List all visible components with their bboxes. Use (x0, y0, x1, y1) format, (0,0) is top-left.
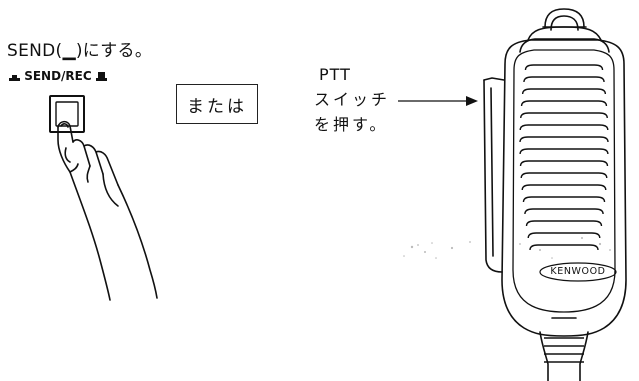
grille-slot (523, 76, 605, 83)
cable-strain-relief-ribs (544, 337, 584, 363)
brand-plate (539, 262, 617, 282)
send-rec-label-text: SEND/REC (24, 69, 92, 83)
or-label: または (187, 96, 247, 117)
send-rec-switch (49, 95, 85, 133)
grille-slot (519, 148, 609, 155)
grille-slot (521, 88, 607, 95)
grille-slot (524, 64, 604, 71)
grille-slot (527, 232, 601, 239)
ptt-desc-line1: スイッチ (314, 90, 391, 109)
send-position-icon (9, 75, 20, 81)
print-speckles (403, 237, 611, 259)
grille-slot (519, 136, 609, 143)
speaker-grille (519, 64, 609, 251)
grille-slot (524, 208, 604, 215)
grille-slot (525, 220, 603, 227)
brand-logo-text: KENWOOD (550, 266, 606, 277)
grille-slot (520, 100, 608, 107)
pressing-hand (57, 120, 158, 301)
ptt-label: PTT (319, 65, 351, 84)
grille-slot (520, 172, 608, 179)
rec-position-icon (95, 72, 107, 81)
ptt-desc-line2: を押す。 (314, 115, 389, 134)
ptt-pointer-arrow (398, 96, 478, 106)
send-instruction-text: SEND(▁)にする。 (7, 41, 153, 61)
grille-slot (519, 124, 609, 131)
or-label-box: または (176, 84, 258, 124)
grille-slot (520, 112, 608, 119)
send-rec-label: SEND/REC (9, 70, 107, 82)
grille-slot (529, 244, 599, 251)
grille-slot (521, 184, 607, 191)
microphone (483, 8, 627, 381)
grille-slot (522, 196, 606, 203)
grille-slot (519, 160, 609, 167)
